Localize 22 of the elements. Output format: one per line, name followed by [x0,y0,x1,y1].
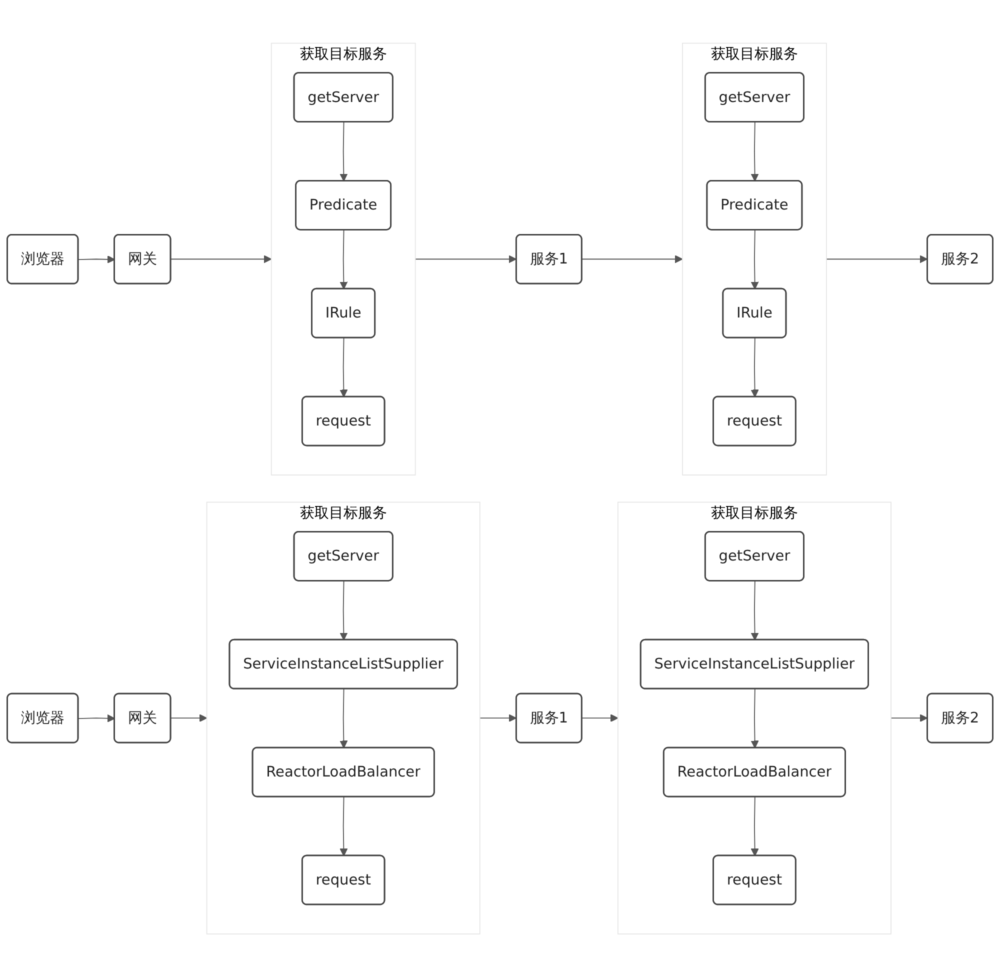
arrow [414,256,517,264]
arrow [78,714,116,723]
arrow [826,256,928,264]
arrow [170,256,272,264]
arrow [479,714,517,722]
arrow [750,338,759,398]
arrow [340,796,348,857]
arrow [581,256,683,264]
arrow [581,714,618,722]
arrow [340,689,348,749]
arrow [750,581,759,641]
arrow [750,230,759,290]
arrow [340,230,348,290]
arrow [340,581,348,641]
arrow [750,122,759,182]
arrow [750,689,759,749]
arrow [890,714,928,722]
arrow [78,256,116,264]
arrow [340,338,348,398]
arrow [750,796,759,857]
arrow [340,122,348,182]
arrow [170,714,208,722]
